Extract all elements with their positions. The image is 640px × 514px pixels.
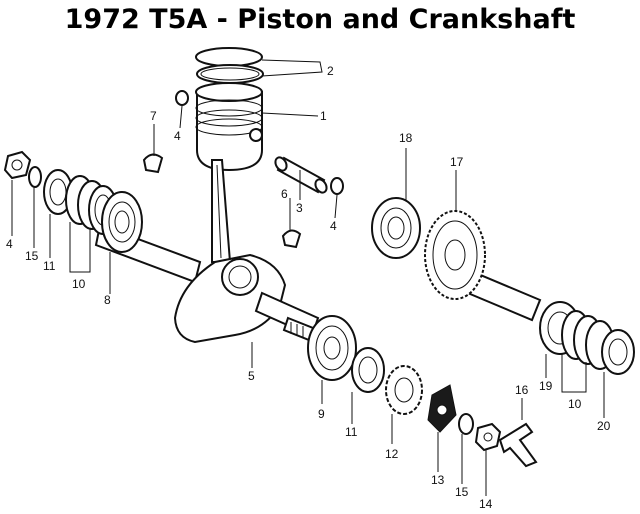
callout-11: 11 <box>43 259 56 273</box>
circlip-piston-left <box>175 90 189 106</box>
callout-16: 16 <box>515 383 529 397</box>
piston-pin <box>274 156 328 194</box>
primary-shaft <box>424 210 542 322</box>
nut-right <box>474 422 502 452</box>
tab-washer <box>498 422 538 468</box>
callout-12: 12 <box>385 447 399 461</box>
callout-1: 1 <box>320 109 327 123</box>
callout-7: 7 <box>150 109 157 123</box>
callout-11: 11 <box>345 425 358 439</box>
washer-right <box>458 413 474 435</box>
piston <box>195 82 263 172</box>
washer-left <box>28 166 42 188</box>
callout-10: 10 <box>568 397 582 411</box>
callout-15: 15 <box>25 249 39 263</box>
callout-4: 4 <box>330 219 337 233</box>
bearing-right-small <box>351 347 385 393</box>
callout-19: 19 <box>539 379 553 393</box>
oil-seal-right <box>601 329 635 375</box>
callout-6: 6 <box>281 187 288 201</box>
nut-left <box>3 150 32 180</box>
callout-17: 17 <box>450 155 464 169</box>
callout-13: 13 <box>431 473 445 487</box>
drive-gear <box>385 365 423 415</box>
callout-8: 8 <box>104 293 111 307</box>
callouts: 1 2 3 4 4 4 5 6 7 8 9 10 10 11 11 12 13 … <box>6 64 611 511</box>
piston-rings <box>195 47 264 84</box>
page-title: 1972 T5A - Piston and Crankshaft <box>64 4 576 35</box>
lock-plate <box>427 384 457 433</box>
callout-20: 20 <box>597 419 611 433</box>
callout-10: 10 <box>72 277 86 291</box>
woodruff-key-left <box>142 153 164 174</box>
callout-5: 5 <box>248 369 255 383</box>
callout-15: 15 <box>455 485 469 499</box>
callout-18: 18 <box>399 131 413 145</box>
crankshaft <box>94 223 320 344</box>
main-bearing-left <box>101 191 143 253</box>
callout-2: 2 <box>327 64 334 78</box>
bearing-18 <box>371 197 421 259</box>
leader-lines <box>11 59 605 496</box>
callout-4: 4 <box>6 237 13 251</box>
callout-3: 3 <box>296 201 303 215</box>
callout-14: 14 <box>479 497 493 511</box>
callout-9: 9 <box>318 407 325 421</box>
connecting-rod <box>211 159 232 263</box>
callout-4: 4 <box>174 129 181 143</box>
circlip-pin-right <box>330 177 344 195</box>
woodruff-key-right <box>281 229 302 249</box>
main-bearing-right <box>307 315 357 381</box>
